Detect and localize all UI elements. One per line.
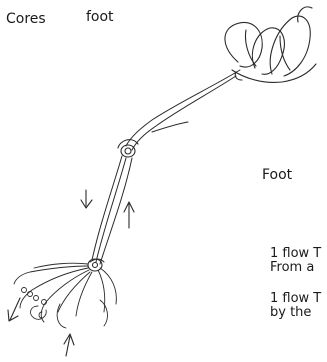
arrow-up [124, 202, 134, 228]
arrow-down [81, 190, 92, 208]
lower-joint [88, 259, 102, 271]
arrow-bottom-left [8, 298, 20, 321]
base-suckers [22, 288, 108, 329]
tentacle-spread [14, 263, 116, 322]
lower-limb [90, 156, 132, 264]
arrow-bottom-right [64, 334, 74, 356]
upper-limb [126, 70, 240, 150]
